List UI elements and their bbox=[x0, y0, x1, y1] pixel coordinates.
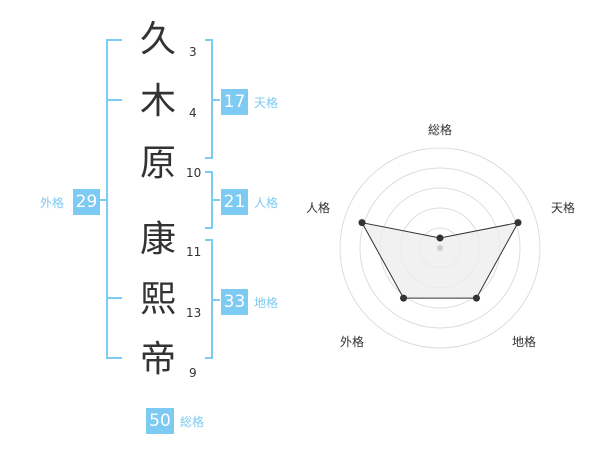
gaikaku-value: 29 bbox=[73, 189, 100, 215]
radar-value-polygon bbox=[361, 221, 519, 299]
stroke-count-3: 10 bbox=[186, 166, 202, 180]
chikaku-label: 地格 bbox=[254, 296, 279, 310]
stroke-count-4: 11 bbox=[186, 245, 202, 259]
jinkaku-label: 人格 bbox=[254, 196, 279, 210]
tenkaku-label: 天格 bbox=[254, 96, 279, 110]
radar-center-dot bbox=[437, 245, 443, 251]
name-char-4: 康 bbox=[139, 219, 176, 260]
radar-axis-label-soukaku: 総格 bbox=[428, 122, 452, 137]
radar-point bbox=[436, 234, 444, 242]
soukaku-value: 50 bbox=[146, 408, 174, 434]
name-char-3: 原 bbox=[139, 143, 176, 184]
radar-point bbox=[514, 219, 522, 227]
radar-grid-ring bbox=[359, 167, 521, 329]
chikaku-value: 33 bbox=[221, 289, 248, 315]
radar-axis-label-tenkaku: 天格 bbox=[551, 200, 575, 215]
radar-point bbox=[400, 294, 408, 302]
name-char-1: 久 bbox=[139, 19, 176, 60]
radar-grid-ring bbox=[339, 147, 541, 349]
radar-point bbox=[472, 294, 480, 302]
soukaku-label: 総格 bbox=[180, 415, 205, 429]
stroke-count-6: 9 bbox=[189, 366, 197, 380]
stroke-count-5: 13 bbox=[186, 306, 202, 320]
stroke-count-2: 4 bbox=[189, 106, 197, 120]
name-char-6: 帝 bbox=[139, 339, 176, 380]
name-char-5: 熙 bbox=[139, 279, 176, 320]
fortune-radar-chart: 総格 天格 地格 外格 人格 bbox=[306, 122, 575, 349]
radar-axis-label-jinkaku: 人格 bbox=[306, 200, 330, 215]
radar-point bbox=[358, 219, 366, 227]
radar-axis-label-gaikaku: 外格 bbox=[340, 334, 364, 349]
radar-points bbox=[358, 219, 522, 302]
name-char-2: 木 bbox=[139, 81, 176, 122]
tenkaku-value: 17 bbox=[221, 89, 248, 115]
jinkaku-value: 21 bbox=[221, 189, 248, 215]
radar-axis-label-chikaku: 地格 bbox=[512, 334, 536, 349]
gaikaku-label: 外格 bbox=[40, 196, 65, 210]
stroke-count-1: 3 bbox=[189, 45, 197, 59]
